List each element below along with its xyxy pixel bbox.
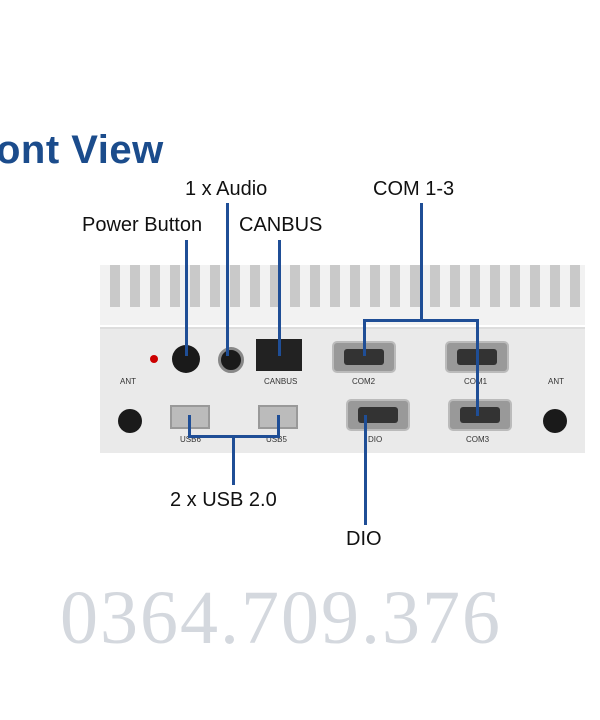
callout-dio: DIO xyxy=(346,528,382,550)
label-com3: COM3 xyxy=(466,435,490,444)
label-usb5: USB5 xyxy=(266,435,287,444)
label-usb6: USB6 xyxy=(180,435,201,444)
label-dio: DIO xyxy=(368,435,383,444)
watermark: 0364.709.376 xyxy=(60,576,502,660)
callout-usb: 2 x USB 2.0 xyxy=(170,489,277,511)
audio-jack xyxy=(218,347,244,373)
leader-usb6 xyxy=(188,415,191,437)
leader-com1-com3 xyxy=(476,319,479,416)
leader-com xyxy=(420,203,423,321)
callout-power: Power Button xyxy=(82,214,203,236)
callout-com: COM 1-3 xyxy=(373,178,455,200)
led-indicator xyxy=(150,355,158,363)
leader-dio xyxy=(364,415,367,525)
leader-usb5 xyxy=(277,415,280,437)
leader-com-bar xyxy=(363,319,479,322)
label-ant-right: ANT xyxy=(548,377,564,386)
callout-audio: 1 x Audio xyxy=(185,178,268,200)
label-com2: COM2 xyxy=(352,377,376,386)
antenna-right xyxy=(543,409,567,433)
callout-canbus: CANBUS xyxy=(239,214,323,236)
page-title: ont View xyxy=(0,128,164,172)
leader-audio xyxy=(226,203,229,356)
label-canbus: CANBUS xyxy=(264,377,298,386)
leader-canbus xyxy=(278,240,281,356)
com3-port xyxy=(448,399,512,431)
leader-com2 xyxy=(363,319,366,356)
dio-port xyxy=(346,399,410,431)
leader-usb xyxy=(232,435,235,485)
com2-port xyxy=(332,341,396,373)
heatsink xyxy=(100,265,585,325)
label-ant-left: ANT xyxy=(120,377,136,386)
antenna-left xyxy=(118,409,142,433)
leader-power xyxy=(185,240,188,356)
